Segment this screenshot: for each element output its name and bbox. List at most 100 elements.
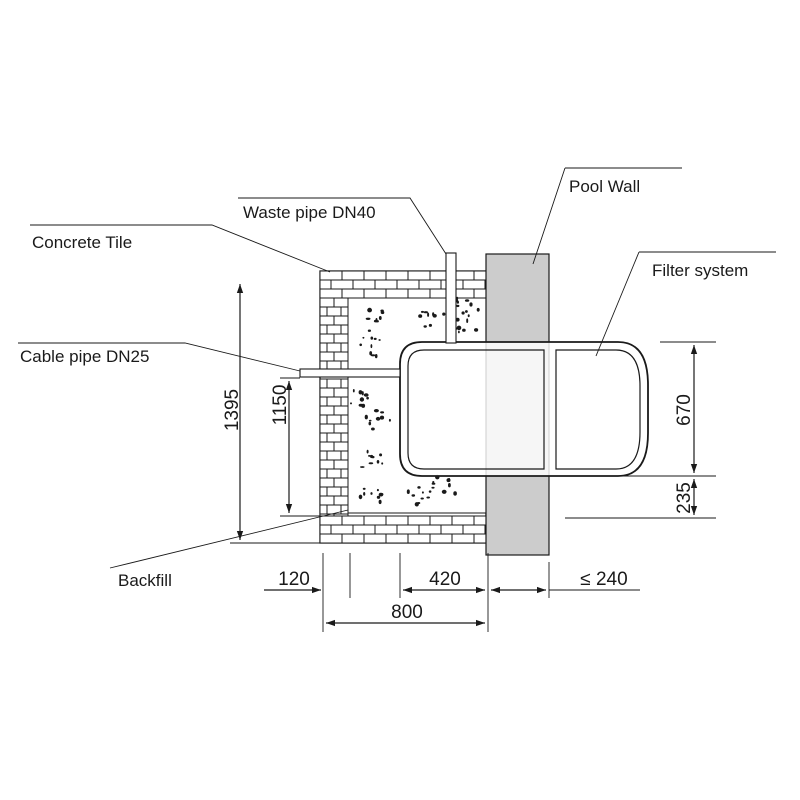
brick: [341, 288, 365, 299]
brick: [333, 477, 349, 488]
gravel-dot: [417, 486, 421, 489]
label-waste-pipe: Waste pipe DN40: [243, 203, 376, 222]
brick: [340, 324, 349, 335]
brick: [319, 477, 335, 488]
gravel-dot: [359, 343, 363, 347]
brick: [363, 515, 387, 526]
brick: [319, 279, 332, 290]
brick: [326, 378, 342, 389]
brick: [319, 333, 335, 344]
gravel-dot: [469, 302, 473, 307]
brick: [473, 288, 487, 299]
vertical-dimensions: 1395 1150 670 235: [222, 284, 716, 544]
gravel-dot: [380, 411, 385, 414]
gravel-dot: [455, 317, 460, 322]
gravel-dot: [456, 300, 459, 304]
gravel-dot: [368, 419, 372, 422]
brick: [333, 423, 349, 434]
brick: [385, 515, 409, 526]
horizontal-dimensions: 120 420 ≤ 240 800: [264, 553, 640, 632]
gravel-dot: [442, 312, 446, 316]
gravel-dot: [374, 354, 378, 359]
brick: [462, 279, 486, 290]
brick: [407, 288, 431, 299]
brick: [326, 432, 342, 443]
brick: [319, 297, 335, 308]
brick-bottom-wall: [319, 515, 487, 544]
brick: [319, 468, 328, 479]
gravel-dot: [464, 299, 470, 302]
gravel-dot: [380, 493, 384, 496]
brick: [407, 270, 431, 281]
brick: [326, 468, 342, 479]
gravel-dot: [363, 492, 366, 496]
gravel-dot: [371, 455, 375, 459]
brick: [319, 324, 328, 335]
gravel-dot: [432, 481, 435, 484]
brick: [319, 387, 335, 398]
brick: [340, 486, 349, 497]
gravel-dot: [427, 312, 430, 317]
brick: [319, 486, 328, 497]
gravel-dot: [371, 427, 375, 431]
brick: [340, 306, 349, 317]
gravel-dot: [363, 393, 369, 397]
brick: [340, 504, 349, 515]
brick: [319, 441, 335, 452]
gravel-dot: [423, 311, 428, 314]
brick: [340, 342, 349, 353]
gravel-dot: [411, 494, 416, 497]
brick: [340, 378, 349, 389]
gravel-dot: [368, 421, 372, 426]
gravel-dot: [379, 453, 383, 457]
brick: [319, 378, 328, 389]
gravel-dot: [370, 344, 373, 349]
gravel-dot: [448, 483, 451, 488]
brick: [319, 288, 343, 299]
brick: [385, 533, 409, 544]
label-concrete-tile: Concrete Tile: [32, 233, 132, 252]
brick: [440, 524, 464, 535]
gravel-dot: [360, 466, 365, 468]
gravel-dot: [367, 307, 372, 313]
brick: [326, 306, 342, 317]
brick: [374, 524, 398, 535]
brick: [319, 342, 328, 353]
gravel-dot: [458, 330, 460, 334]
brick: [340, 396, 349, 407]
gravel-dot: [417, 502, 421, 504]
brick: [319, 504, 328, 515]
brick: [319, 432, 328, 443]
gravel-dot: [367, 329, 371, 332]
label-cable-pipe: Cable pipe DN25: [20, 347, 149, 366]
brick: [333, 495, 349, 506]
labels: Pool Wall Waste pipe DN40 Concrete Tile …: [20, 177, 748, 590]
brick: [333, 405, 349, 416]
gravel-dot: [376, 495, 381, 499]
brick: [333, 351, 349, 362]
brick: [407, 533, 431, 544]
brick: [363, 533, 387, 544]
gravel-dot: [432, 314, 437, 318]
gravel-dot: [359, 397, 365, 402]
gravel-dot: [428, 323, 432, 327]
gravel-dot: [352, 389, 355, 393]
brick: [340, 450, 349, 461]
dim-235: 235: [674, 482, 695, 514]
gravel-dot: [380, 310, 385, 315]
brick: [333, 459, 349, 470]
leader-lines: [18, 167, 776, 569]
brick: [333, 441, 349, 452]
brick: [319, 533, 343, 544]
gravel-dot: [467, 314, 470, 318]
brick: [333, 315, 349, 326]
gravel-dot: [365, 317, 371, 320]
brick: [473, 533, 487, 544]
brick: [396, 279, 420, 290]
gravel-dot: [420, 497, 424, 500]
brick: [341, 515, 365, 526]
brick: [418, 279, 442, 290]
gravel-dots: [350, 296, 480, 507]
waste-pipe: [445, 252, 457, 344]
